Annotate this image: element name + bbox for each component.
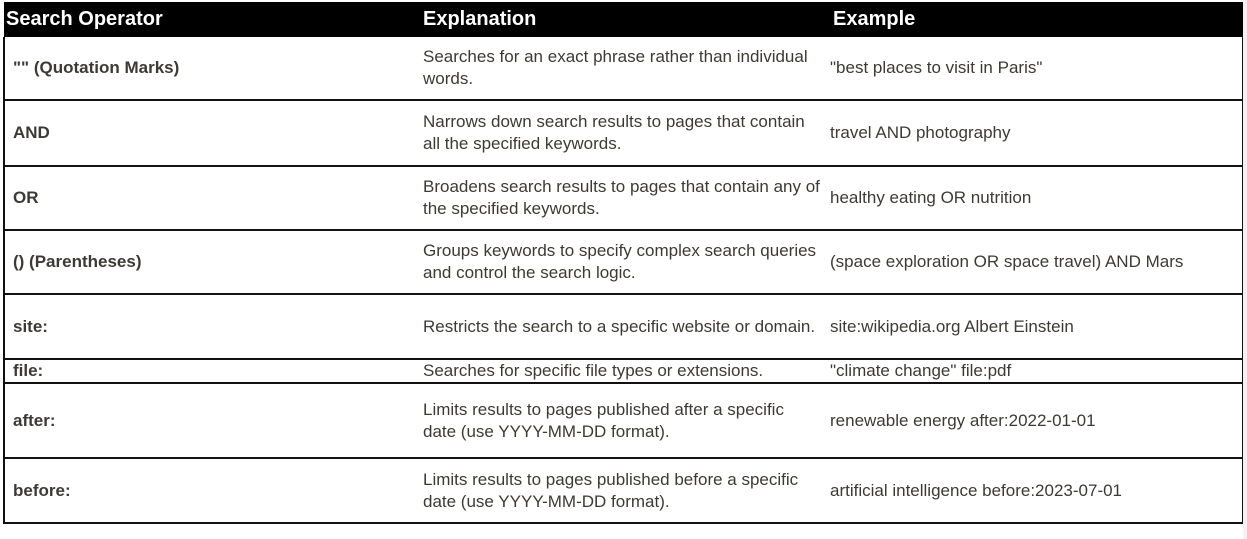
table-row-or: OR Broadens search results to pages that… — [3, 166, 1244, 230]
table-row-parentheses: () (Parentheses) Groups keywords to spec… — [3, 230, 1244, 294]
example-cell: healthy eating OR nutrition — [822, 166, 1244, 230]
table-row-before: before: Limits results to pages publishe… — [3, 458, 1244, 523]
operator-cell: "" (Quotation Marks) — [3, 37, 411, 100]
explanation-cell: Limits results to pages published after … — [423, 399, 784, 441]
example-cell: artificial intelligence before:2023-07-0… — [822, 458, 1244, 523]
explanation-cell: Searches for specific file types or exte… — [423, 361, 764, 380]
explanation-cell: Searches for an exact phrase rather than… — [423, 47, 808, 88]
explanation-cell: Restricts the search to a specific websi… — [423, 316, 816, 336]
example-cell: site:wikipedia.org Albert Einstein — [822, 294, 1244, 359]
operator-cell: () (Parentheses) — [3, 230, 411, 294]
table-row-file: file: Searches for specific file types o… — [3, 359, 1244, 383]
operator-cell: before: — [3, 458, 411, 523]
operator-cell: file: — [3, 359, 411, 383]
operator-cell: OR — [3, 166, 411, 230]
table-row-site: site: Restricts the search to a specific… — [3, 294, 1244, 359]
explanation-cell: Narrows down search results to pages tha… — [423, 112, 805, 153]
example-cell: travel AND photography — [822, 100, 1244, 166]
explanation-cell: Groups keywords to specify complex searc… — [423, 241, 817, 282]
column-header-operator: Search Operator — [4, 2, 411, 37]
header-row: Search Operator Explanation Example — [4, 2, 1243, 37]
operator-cell: site: — [3, 294, 411, 359]
operator-cell: after: — [3, 383, 411, 458]
operator-cell: AND — [3, 100, 411, 166]
search-operators-table: Search Operator Explanation Example "" (… — [3, 2, 1244, 524]
table-body: "" (Quotation Marks) Searches for an exa… — [3, 37, 1244, 523]
table-row-and: AND Narrows down search results to pages… — [3, 100, 1244, 166]
page-edge — [1243, 0, 1247, 539]
example-cell: (space exploration OR space travel) AND … — [822, 230, 1244, 294]
explanation-cell: Limits results to pages published before… — [423, 469, 799, 511]
explanation-cell: Broadens search results to pages that co… — [423, 177, 820, 218]
table-row-after: after: Limits results to pages published… — [3, 383, 1244, 458]
search-operators-table-container: Search Operator Explanation Example "" (… — [3, 2, 1244, 524]
example-cell: "best places to visit in Paris" — [822, 37, 1244, 100]
table-header: Search Operator Explanation Example — [4, 2, 1243, 37]
table-row-quotation-marks: "" (Quotation Marks) Searches for an exa… — [3, 37, 1244, 100]
example-cell: renewable energy after:2022-01-01 — [822, 383, 1244, 458]
column-header-explanation: Explanation — [411, 2, 822, 37]
example-cell: "climate change" file:pdf — [822, 359, 1244, 383]
column-header-example: Example — [822, 2, 1243, 37]
